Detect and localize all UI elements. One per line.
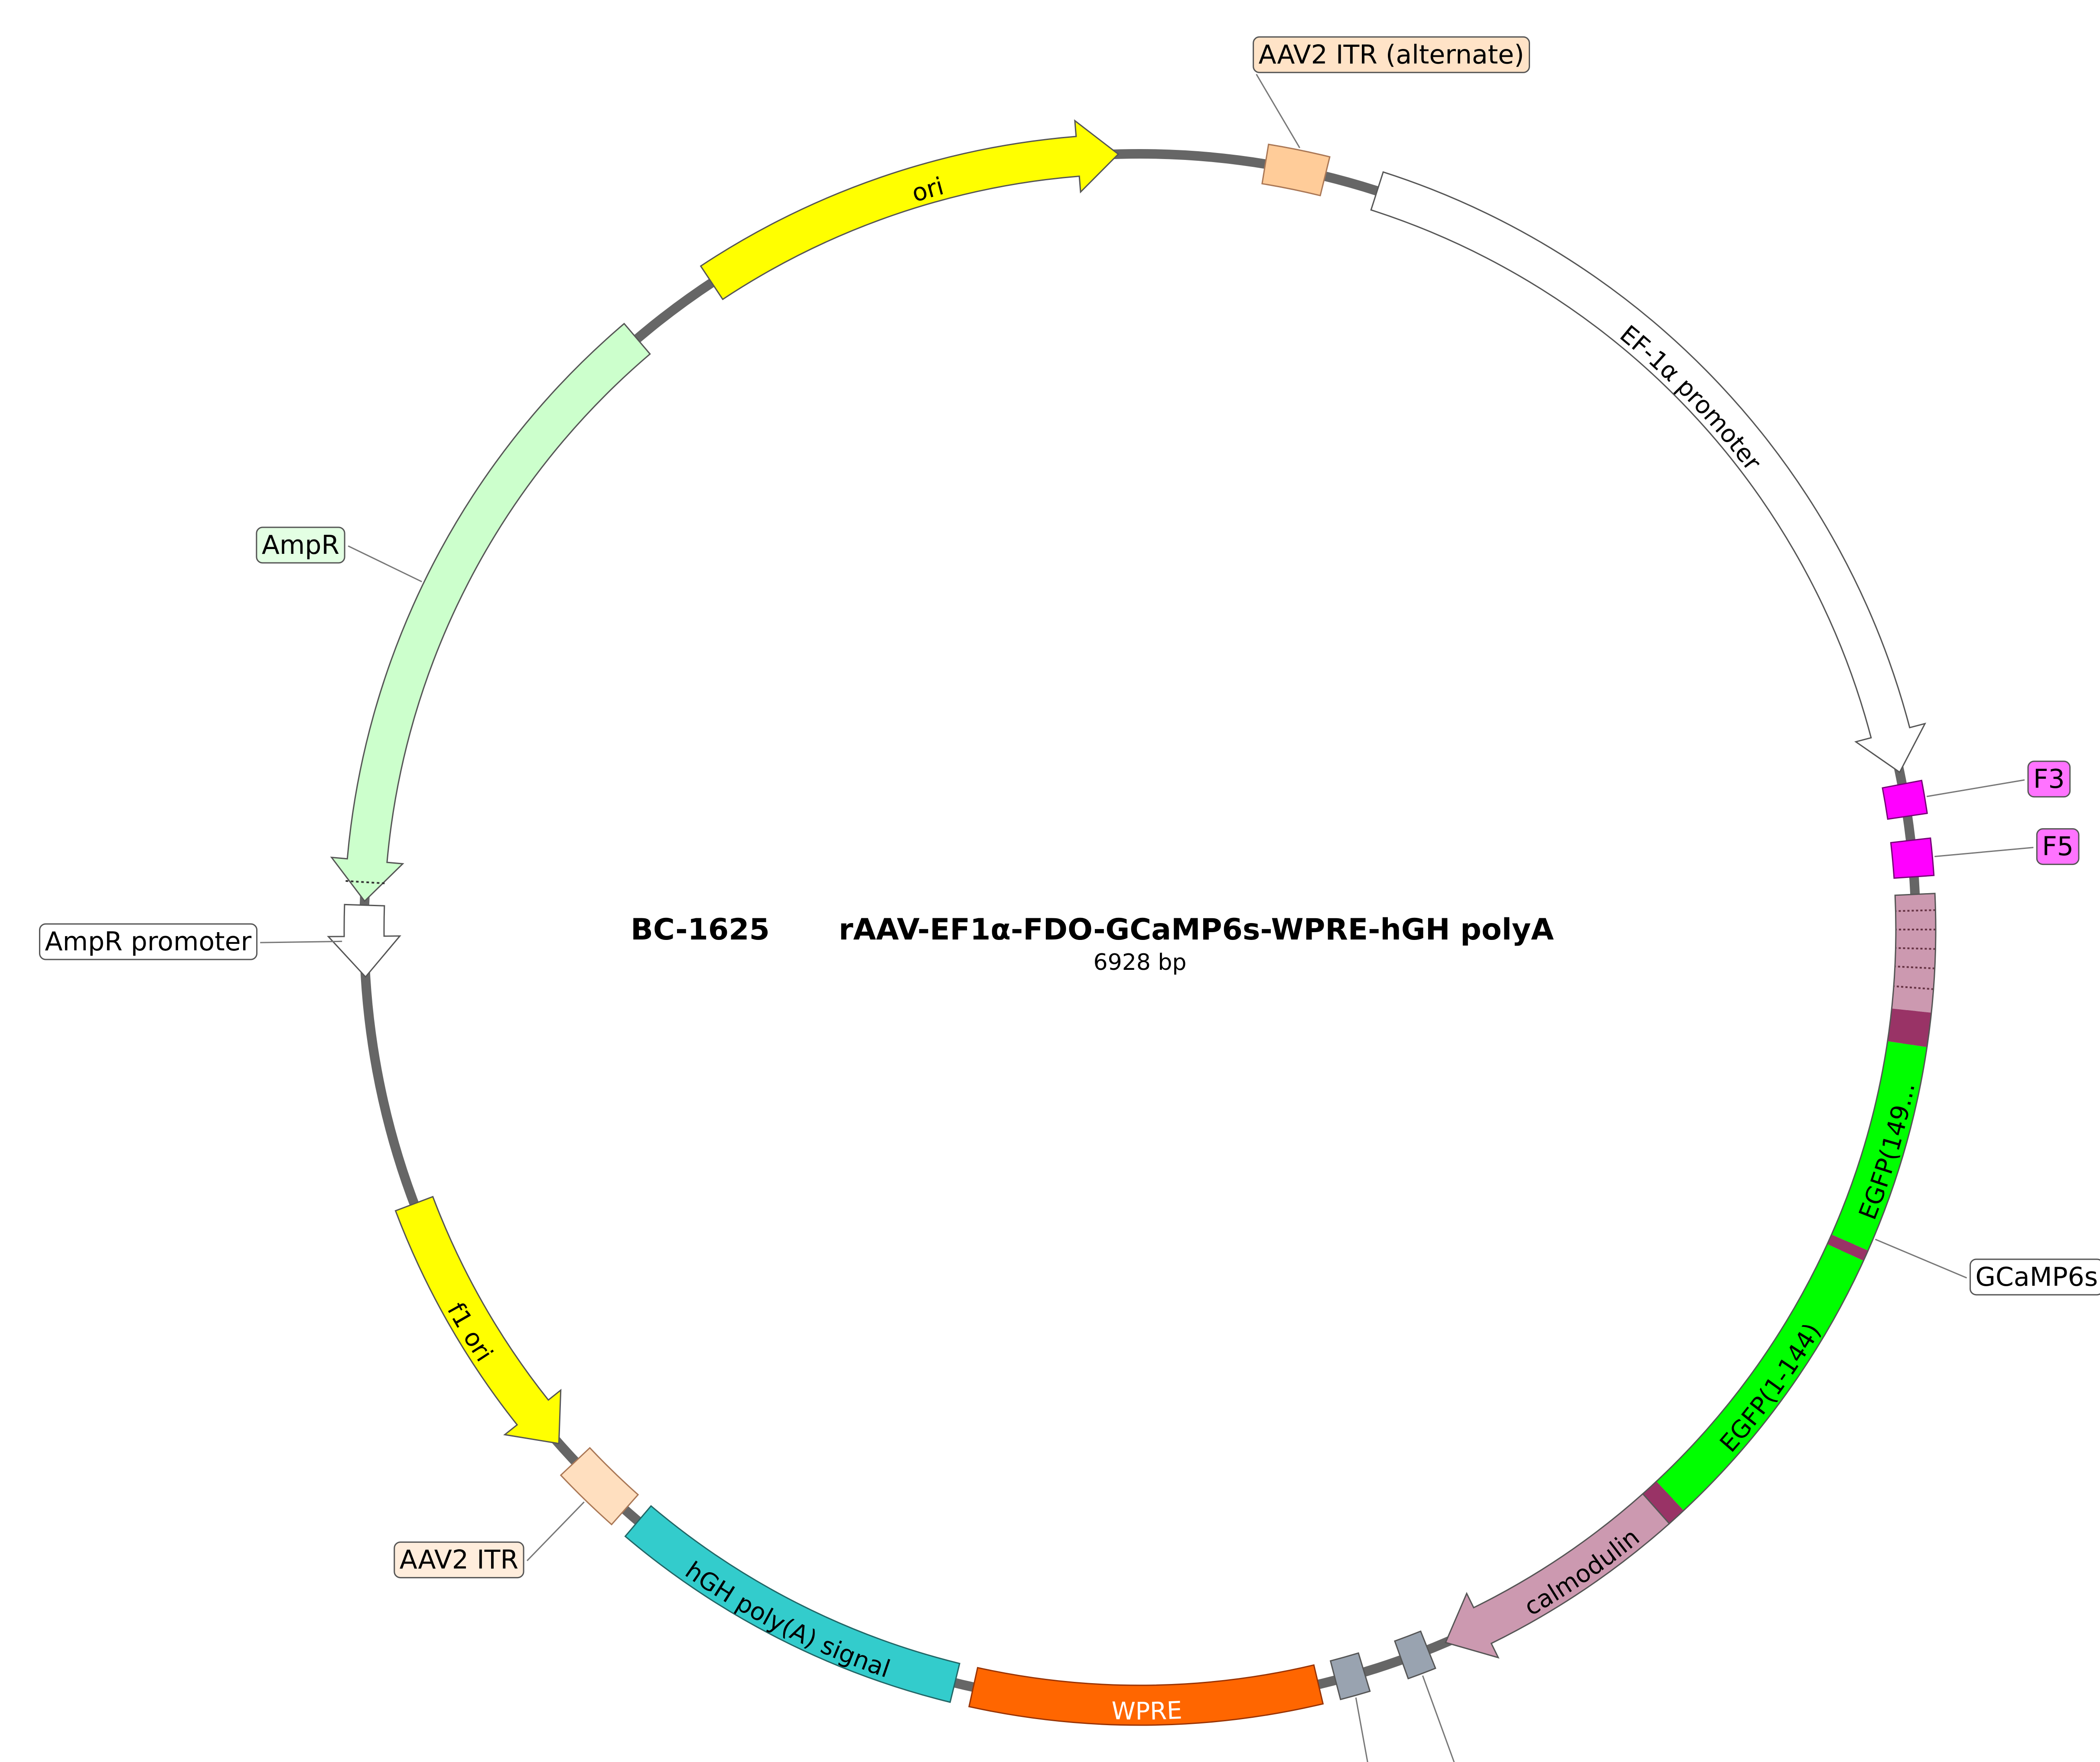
wpre-arc-label: WPRE bbox=[1111, 1697, 1182, 1726]
ef-1-promoter-arc-label: EF-1α promoter bbox=[1615, 320, 1767, 477]
f5-1-leader-line bbox=[1934, 847, 2034, 858]
hgh-poly-a-signal-feature bbox=[624, 1505, 960, 1703]
f5-1-label: F5 bbox=[2042, 832, 2074, 862]
f5-1-label-box bbox=[2036, 828, 2080, 865]
ampr-label: AmpR bbox=[262, 530, 339, 560]
aav2-itr-label-box bbox=[394, 1541, 524, 1579]
f5-2-leader-line bbox=[1355, 1697, 1368, 1762]
ampr-promoter-label: AmpR promoter bbox=[45, 927, 251, 957]
gcamp6s-outline bbox=[1642, 893, 1937, 1525]
egfp-1-144-arc-label: EGFP(1-144) bbox=[1715, 1318, 1827, 1457]
f3-1-label-box bbox=[2027, 761, 2071, 798]
plasmid-id: BC-1625 bbox=[631, 913, 770, 947]
f3-2-feature bbox=[1393, 1630, 1436, 1680]
labels-layer: AAV2 ITR (alternate) EF-1α promoterF3F5EG… bbox=[39, 36, 2100, 1762]
ori-feature bbox=[700, 119, 1120, 300]
aav2-itr-alternate-feature bbox=[1261, 143, 1331, 197]
f5-1-feature bbox=[1890, 837, 1935, 879]
features-layer bbox=[327, 119, 1937, 1726]
f3-1-leader-line bbox=[1926, 779, 2025, 797]
ampr-divider bbox=[345, 880, 386, 884]
aav2-itr-label: AAV2 ITR bbox=[400, 1545, 518, 1575]
hgh-poly-a-signal-arc-label: hGH poly(A) signal bbox=[680, 1556, 894, 1684]
plasmid-name: rAAV-EF1α-FDO-GCaMP6s-WPRE-hGH polyA bbox=[839, 913, 1554, 947]
aav2-itr-feature bbox=[560, 1447, 639, 1526]
ampr-feature bbox=[330, 322, 651, 902]
gcamp6s-leader-line bbox=[1875, 1239, 1967, 1279]
f3-1-feature bbox=[1882, 780, 1928, 820]
calmodulin-feature bbox=[1445, 1493, 1670, 1659]
ampr-promoter-feature bbox=[327, 904, 401, 978]
f3-2-leader-line bbox=[1422, 1675, 1455, 1762]
f1-ori-feature bbox=[394, 1196, 562, 1444]
f3-1-label: F3 bbox=[2033, 764, 2065, 794]
wpre-feature bbox=[968, 1664, 1324, 1726]
ampr-promoter-leader-line bbox=[260, 940, 342, 943]
ef-1-promoter-feature bbox=[1370, 171, 1927, 774]
gcamp6s-segment bbox=[1643, 1481, 1684, 1524]
gcamp6s-label-box bbox=[1970, 1258, 2100, 1296]
aav2-itr-leader-line bbox=[526, 1501, 585, 1561]
ampr-leader-line bbox=[348, 545, 422, 582]
aav2-itr-alternate-leader-line bbox=[1256, 74, 1300, 149]
gcamp6s-segment bbox=[1831, 1041, 1927, 1251]
plasmid-size: 6928 bp bbox=[1094, 949, 1187, 975]
aav2-itr-alternate-label: AAV2 ITR (alternate) bbox=[1259, 39, 1524, 70]
aav2-itr-alternate-label-box bbox=[1253, 36, 1530, 73]
gcamp6s-segment bbox=[1892, 893, 1936, 1013]
gcamp6s-segment bbox=[1887, 1008, 1931, 1047]
ampr-promoter-label-box bbox=[39, 923, 258, 960]
gcamp6s-segment bbox=[1656, 1244, 1864, 1511]
f5-2-feature bbox=[1329, 1652, 1371, 1700]
gcamp6s-label: GCaMP6s bbox=[1976, 1262, 2098, 1292]
gcamp6s-segment bbox=[1827, 1234, 1868, 1261]
ampr-label-box bbox=[256, 527, 345, 564]
